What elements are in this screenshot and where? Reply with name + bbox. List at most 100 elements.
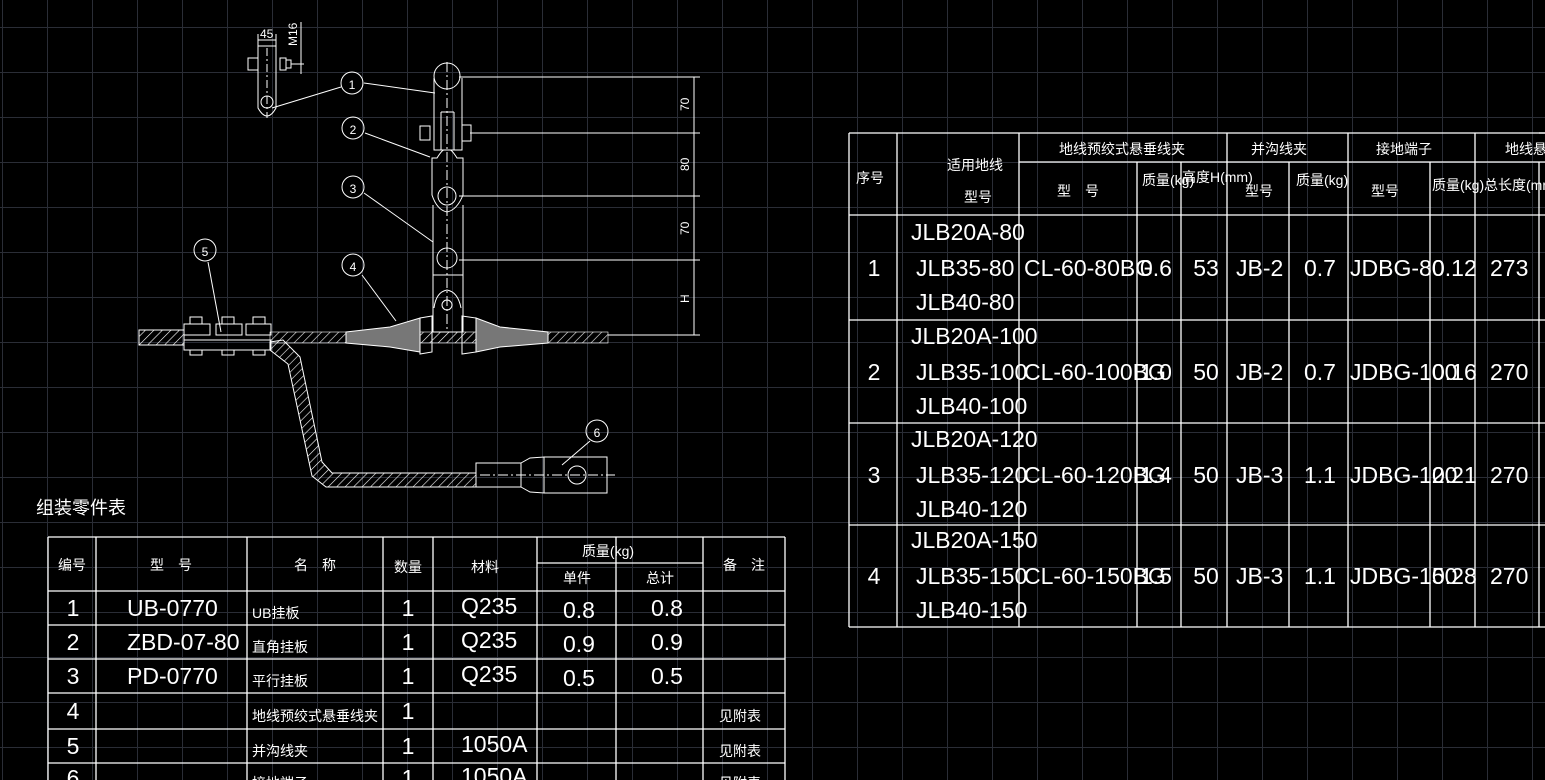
header-clamp-height: 高度H(mm) — [1182, 169, 1253, 185]
balloon-circle — [340, 71, 364, 95]
part-material: 1050A — [461, 731, 528, 757]
spec-seq: 4 — [868, 563, 881, 589]
spec-wire: JLB35-100 — [916, 359, 1027, 385]
ground-wire — [138, 315, 609, 355]
spec-wire: JLB20A-120 — [911, 426, 1038, 452]
part-name: 直角挂板 — [252, 639, 308, 655]
header-hang: 地线悬垂 — [1505, 141, 1545, 157]
part-unit-mass: 0.9 — [563, 631, 595, 657]
dim-70-top: 70 — [678, 97, 692, 111]
header-wire-2: 型号 — [964, 189, 992, 205]
spec-wire: JLB40-80 — [916, 289, 1014, 315]
part-balloons — [207, 82, 591, 466]
part-no: 1 — [67, 595, 80, 621]
part-qty: 1 — [402, 698, 415, 724]
spec-clamp-mass: 0.6 — [1140, 255, 1172, 281]
balloon-number: 5 — [202, 245, 209, 259]
dim-bolt-m16: M16 — [286, 22, 300, 46]
spec-ground-mass: 0.21 — [1432, 462, 1477, 488]
spec-clamp-height: 53 — [1193, 255, 1219, 281]
balloon-number: 3 — [350, 182, 357, 196]
header-groove-mass: 质量(kg) — [1296, 172, 1348, 188]
hanger-assembly — [419, 62, 472, 333]
dim-70-bottom: 70 — [678, 221, 692, 235]
spec-seq: 1 — [868, 255, 881, 281]
spec-groove-mass: 0.7 — [1304, 359, 1336, 385]
part-unit-mass: 0.5 — [563, 665, 595, 691]
spec-ground-model: JDBG-100 — [1350, 359, 1457, 385]
balloon-circle — [341, 175, 365, 199]
part-material: Q235 — [461, 627, 517, 653]
spec-wire: JLB35-150 — [916, 563, 1027, 589]
spec-wire: JLB35-80 — [916, 255, 1014, 281]
part-no: 3 — [67, 663, 80, 689]
spec-clamp-height: 50 — [1193, 563, 1219, 589]
header-ground: 接地端子 — [1376, 141, 1432, 157]
part-qty: 1 — [402, 663, 415, 689]
header-mass: 质量(kg) — [582, 543, 634, 559]
header-ground-mass: 质量(kg) — [1432, 177, 1484, 193]
spec-clamp-model: CL-60-120BG — [1024, 462, 1166, 488]
spec-wire: JLB40-150 — [916, 597, 1027, 623]
spec-clamp-mass: 1.4 — [1140, 462, 1172, 488]
part-name: 并沟线夹 — [252, 743, 308, 759]
header-model: 型 号 — [150, 557, 192, 573]
header-ground-model: 型号 — [1371, 183, 1399, 199]
spec-wire: JLB35-120 — [916, 462, 1027, 488]
spec-clamp-mass: 1.0 — [1140, 359, 1172, 385]
spec-clamp-model: CL-60-80BG — [1024, 255, 1153, 281]
balloon-circle — [193, 238, 217, 262]
header-groove: 并沟线夹 — [1251, 141, 1307, 157]
balloon-number: 6 — [594, 426, 601, 440]
grounding-lead — [269, 339, 615, 494]
spec-groove-mass: 1.1 — [1304, 462, 1336, 488]
spec-groove-model: JB-3 — [1236, 462, 1283, 488]
part-name: 接地端子 — [252, 775, 308, 780]
part-name: 平行挂板 — [252, 673, 308, 689]
spec-groove-model: JB-2 — [1236, 359, 1283, 385]
spec-wire: JLB20A-150 — [911, 527, 1038, 553]
part-material: 1050A — [461, 763, 528, 780]
header-wire-1: 适用地线 — [947, 157, 1003, 173]
spec-ground-model: JDBG-80 — [1350, 255, 1445, 281]
header-groove-model: 型号 — [1245, 183, 1273, 199]
header-seq: 序号 — [856, 170, 884, 186]
balloon-number: 4 — [350, 260, 357, 274]
spec-ground-model: JDBG-120 — [1350, 462, 1457, 488]
balloon-number: 1 — [349, 78, 356, 92]
header-name: 名 称 — [294, 557, 336, 573]
part-qty: 1 — [402, 595, 415, 621]
parts-table-title: 组装零件表 — [36, 498, 126, 518]
header-material: 材料 — [471, 559, 499, 575]
part-unit-mass: 0.8 — [563, 597, 595, 623]
header-unit: 单件 — [563, 570, 591, 586]
balloon-circle — [341, 116, 365, 140]
part-total-mass: 0.9 — [651, 629, 683, 655]
parallel-groove-clamp — [183, 316, 272, 356]
dim-width-45: 45 — [260, 27, 274, 41]
spec-seq: 2 — [868, 359, 881, 385]
spec-groove-model: JB-3 — [1236, 563, 1283, 589]
spec-clamp-height: 50 — [1193, 462, 1219, 488]
spec-length: 273 — [1490, 255, 1528, 281]
header-clamp-model: 型 号 — [1057, 183, 1099, 199]
header-remark: 备 注 — [723, 557, 765, 573]
spec-clamp-model: CL-60-100BG — [1024, 359, 1166, 385]
part-total-mass: 0.5 — [651, 663, 683, 689]
header-qty: 数量 — [394, 559, 422, 575]
part-remark: 见附表 — [719, 708, 761, 724]
spec-wire: JLB40-120 — [916, 496, 1027, 522]
spec-clamp-mass: 1.5 — [1140, 563, 1172, 589]
spec-wire: JLB40-100 — [916, 393, 1027, 419]
dimension-lines — [459, 76, 700, 336]
part-qty: 1 — [402, 765, 415, 780]
balloon-circle — [341, 253, 365, 277]
spec-ground-model: JDBG-150 — [1350, 563, 1457, 589]
balloon-circle — [585, 419, 609, 443]
spec-seq: 3 — [868, 462, 881, 488]
dim-80: 80 — [678, 157, 692, 171]
part-remark: 见附表 — [719, 775, 761, 780]
